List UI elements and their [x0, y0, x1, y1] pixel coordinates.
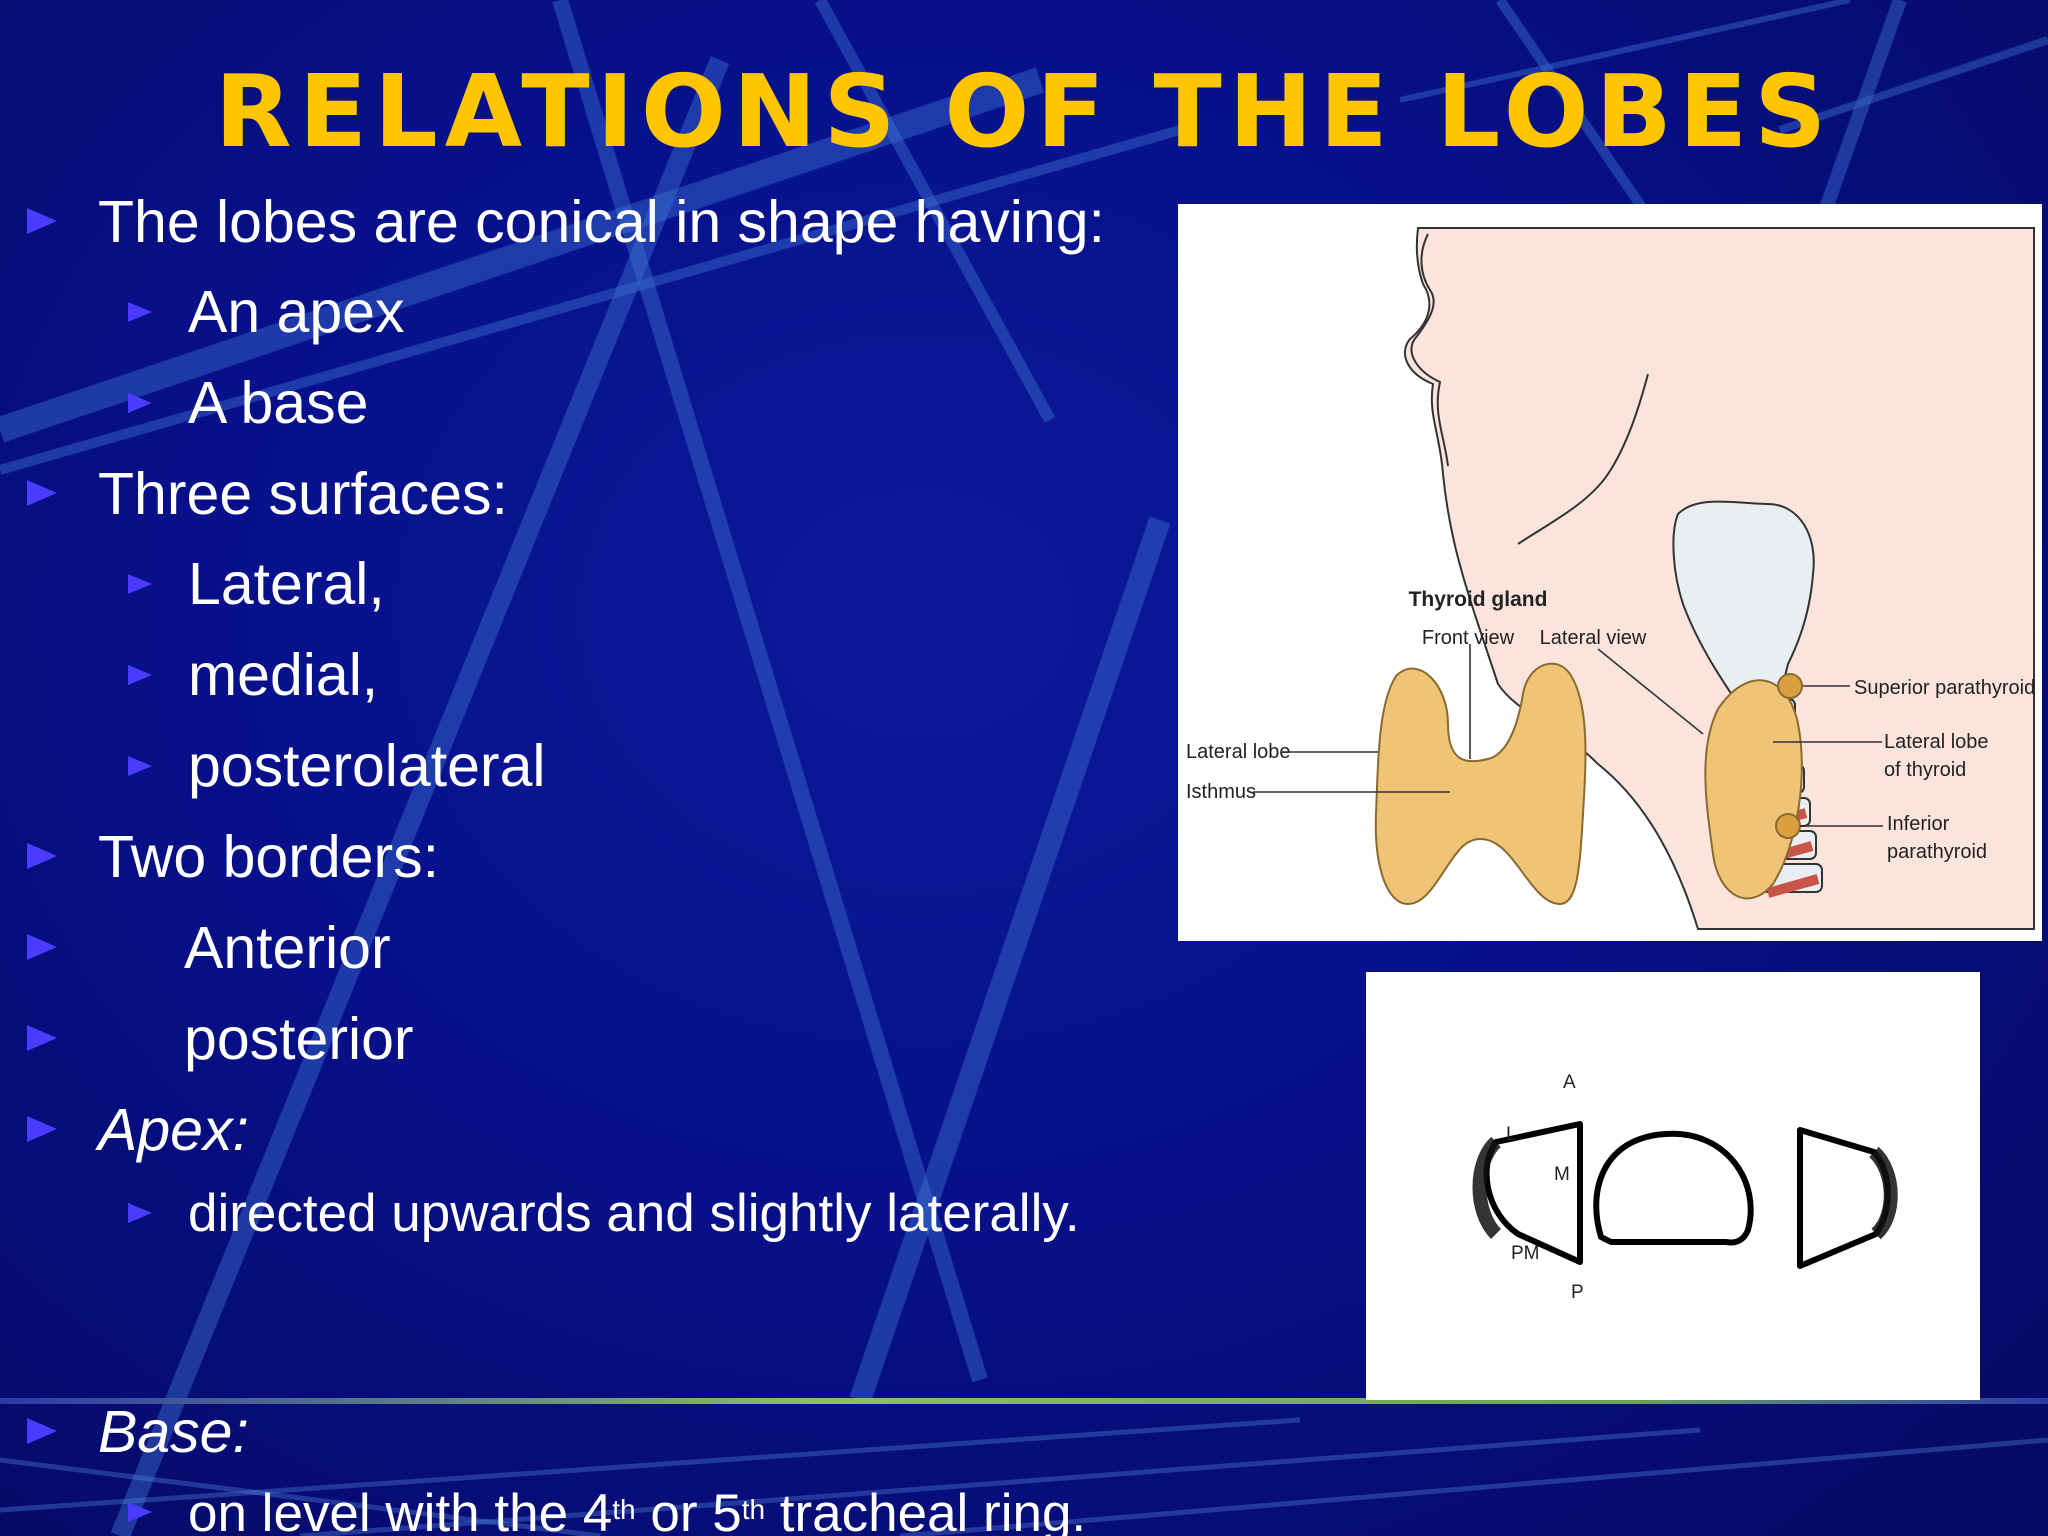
- lobe-cross-section-figure: A L M PM P: [1366, 972, 1980, 1400]
- sub-bullet-apex-direction: directed upwards and slightly laterally.: [188, 1184, 1080, 1243]
- sub-bullet-icon: [128, 1203, 152, 1223]
- bullet-posterior: posterior: [184, 1006, 414, 1072]
- label-parathyroid: parathyroid: [1887, 841, 1987, 863]
- label-of-thyroid: of thyroid: [1884, 759, 1966, 781]
- sub-bullet-lateral: Lateral,: [188, 551, 385, 617]
- sub-bullet-icon: [128, 302, 152, 322]
- label-isthmus: Isthmus: [1186, 781, 1256, 803]
- bullet-icon: [27, 208, 57, 234]
- bullet-anterior: Anterior: [184, 915, 391, 981]
- label-l: L: [1506, 1124, 1517, 1145]
- sub-bullet-icon: [128, 1502, 152, 1522]
- bullet-base-heading: Base:: [98, 1399, 249, 1465]
- label-lateral-view: Lateral view: [1540, 627, 1647, 649]
- bullet-icon: [27, 1025, 57, 1051]
- bullet-icon: [27, 934, 57, 960]
- bullet-icon: [27, 1116, 57, 1142]
- sub-bullet-icon: [128, 574, 152, 594]
- sub-bullet-icon: [128, 665, 152, 685]
- label-inferior-parathyroid: Inferior: [1887, 813, 1950, 835]
- bullet-apex-heading: Apex:: [98, 1097, 249, 1163]
- sub-bullet-base-level: on level with the 4th or 5th tracheal ri…: [188, 1484, 1087, 1536]
- sub-bullet-icon: [128, 756, 152, 776]
- label-thyroid-gland: Thyroid gland: [1409, 588, 1548, 611]
- bullet-icon: [27, 480, 57, 506]
- bullet-three-surfaces: Three surfaces:: [98, 461, 508, 527]
- thyroid-gland-figure: Thyroid gland Front view Lateral view La…: [1178, 204, 2042, 941]
- slide-title: RELATIONS OF THE LOBES: [214, 53, 1834, 170]
- label-front-view: Front view: [1422, 627, 1515, 649]
- footer-band: [0, 1398, 2048, 1404]
- label-p: P: [1571, 1282, 1584, 1303]
- sub-bullet-base: A base: [188, 370, 369, 436]
- label-pm: PM: [1511, 1243, 1540, 1264]
- label-superior-parathyroid: Superior parathyroid: [1854, 677, 2035, 699]
- label-lateral-lobe-of-thyroid: Lateral lobe: [1884, 731, 1989, 753]
- sub-bullet-posterolateral: posterolateral: [188, 733, 546, 799]
- bullet-icon: [27, 1418, 57, 1444]
- label-m: M: [1554, 1164, 1570, 1185]
- label-lateral-lobe: Lateral lobe: [1186, 741, 1291, 763]
- label-a: A: [1563, 1072, 1576, 1093]
- bullet-lobes-conical: The lobes are conical in shape having:: [98, 189, 1105, 255]
- bullet-icon: [27, 843, 57, 869]
- lobe-cross-section-diagram: A L M PM P: [1472, 1072, 1898, 1303]
- sub-bullet-icon: [128, 393, 152, 413]
- sub-bullet-medial: medial,: [188, 642, 379, 708]
- sub-bullet-apex: An apex: [188, 279, 405, 345]
- bullet-two-borders: Two borders:: [98, 824, 440, 890]
- thyroid-illustration: Thyroid gland Front view Lateral view La…: [1186, 227, 2035, 930]
